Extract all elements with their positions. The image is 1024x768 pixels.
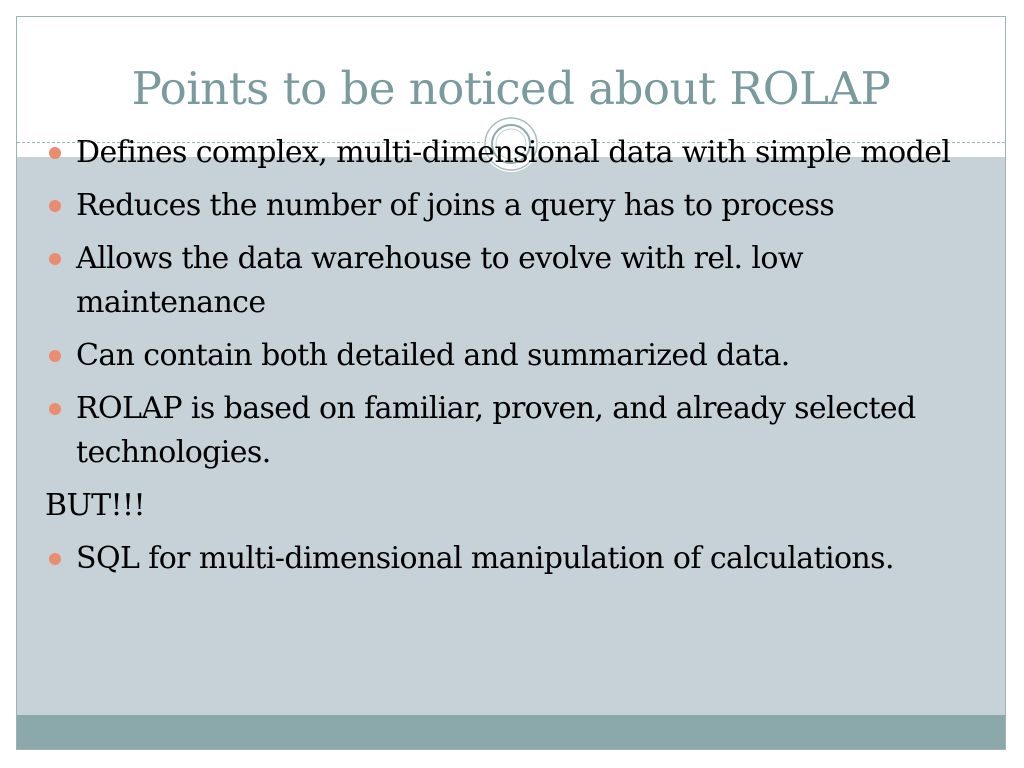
bullet-dot-icon	[49, 200, 61, 212]
footer-bar	[17, 715, 1005, 749]
bullet-text: Defines complex, multi-dimensional data …	[76, 135, 951, 170]
bullet-dot-icon	[49, 147, 61, 159]
bullet-dot-icon	[49, 553, 61, 565]
bullet-item: Allows the data warehouse to evolve with…	[45, 237, 985, 325]
bullet-dot-icon	[49, 350, 61, 362]
bullet-text: Allows the data warehouse to evolve with…	[76, 241, 804, 320]
circle-ornament-icon	[483, 116, 539, 172]
slide: Points to be noticed about ROLAP Defines…	[16, 16, 1006, 750]
bullet-text: Can contain both detailed and summarized…	[76, 338, 790, 373]
bullet-item: Defines complex, multi-dimensional data …	[45, 131, 985, 175]
bullet-text: Reduces the number of joins a query has …	[76, 188, 835, 223]
slide-title: Points to be noticed about ROLAP	[131, 62, 891, 115]
bullet-text: ROLAP is based on familiar, proven, and …	[76, 391, 916, 470]
bullet-dot-icon	[49, 253, 61, 265]
bullet-item: Can contain both detailed and summarized…	[45, 334, 985, 378]
plain-paragraph: BUT!!!	[45, 484, 985, 528]
bullet-dot-icon	[49, 403, 61, 415]
bullet-list: Defines complex, multi-dimensional data …	[45, 131, 985, 590]
bullet-text: SQL for multi-dimensional manipulation o…	[76, 541, 894, 576]
content-area	[17, 157, 1005, 715]
bullet-item: SQL for multi-dimensional manipulation o…	[45, 537, 985, 581]
paragraph-text: BUT!!!	[45, 488, 146, 523]
bullet-item: Reduces the number of joins a query has …	[45, 184, 985, 228]
bullet-item: ROLAP is based on familiar, proven, and …	[45, 387, 985, 475]
